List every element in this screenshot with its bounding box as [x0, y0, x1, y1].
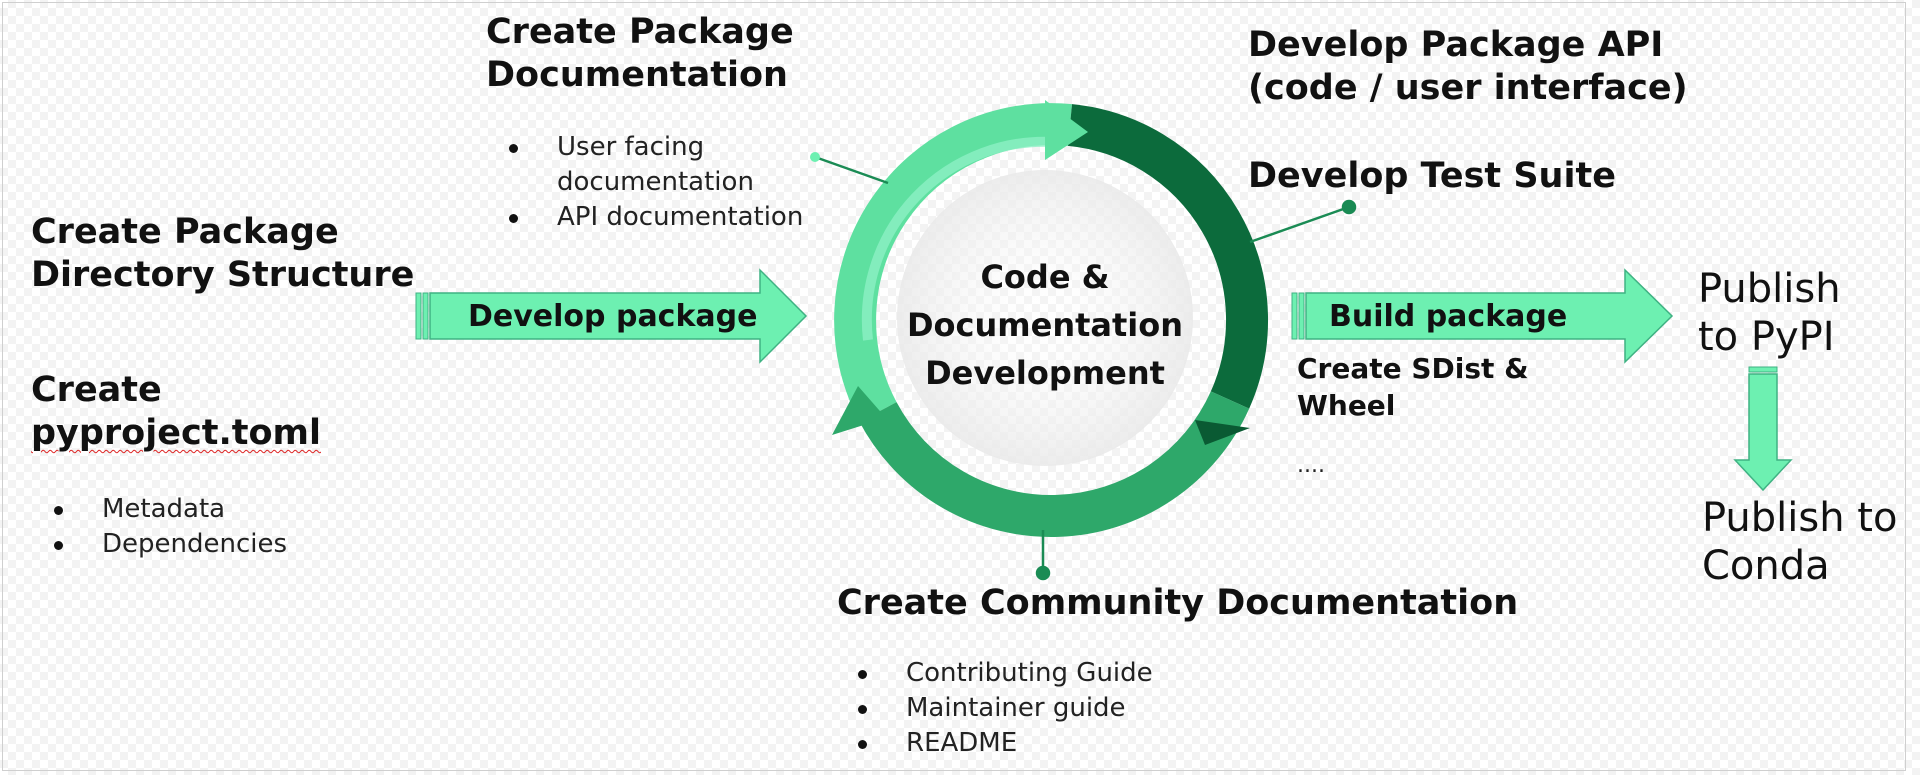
list-item: Metadata — [50, 492, 287, 527]
develop-package-arrow — [415, 268, 808, 364]
develop-package-label: Develop package — [468, 299, 758, 334]
ring-arrowhead-top — [1045, 100, 1088, 160]
api-title-line2: (code / user interface) — [1248, 68, 1688, 108]
ring-segment-dark — [1067, 104, 1269, 409]
docs-title-line2: Documentation — [486, 55, 788, 95]
directory-structure-line1: Create Package — [31, 212, 339, 252]
list-item: Contributing Guide — [854, 656, 1153, 691]
list-item: Dependencies — [50, 527, 287, 562]
ring-arrowhead-right — [1195, 420, 1250, 445]
api-title: Develop Package API (code / user interfa… — [1248, 24, 1688, 110]
cycle-ring — [834, 103, 1269, 537]
build-ellipsis: .... — [1297, 453, 1325, 478]
directory-structure-title: Create Package Directory Structure — [31, 211, 414, 297]
directory-structure-line2: Directory Structure — [31, 255, 415, 295]
community-title: Create Community Documentation — [837, 583, 1519, 623]
publish-conda: Publish to Conda — [1702, 495, 1898, 589]
ring-arrowhead-left — [832, 386, 886, 435]
cycle-center-label: Code & Documentation Development — [906, 258, 1184, 392]
test-suite-title: Develop Test Suite — [1248, 156, 1616, 196]
list-item: User facing documentation — [505, 130, 803, 200]
list-item: Maintainer guide — [854, 691, 1153, 726]
pyproject-line1: Create — [31, 370, 162, 410]
publish-pypi: Publish to PyPI — [1698, 266, 1841, 360]
build-package-label: Build package — [1329, 299, 1568, 334]
center-disc — [897, 170, 1193, 466]
pyproject-list: Metadata Dependencies — [50, 492, 287, 562]
list-item: README — [854, 726, 1153, 761]
pyproject-title: Create pyproject.toml — [31, 369, 321, 455]
docs-list: User facing documentation API documentat… — [505, 130, 803, 235]
build-subtext: Create SDist & Wheel — [1297, 352, 1529, 422]
api-title-line1: Develop Package API — [1248, 25, 1664, 65]
build-package-arrow — [1291, 268, 1674, 364]
ring-segment-mid — [859, 391, 1250, 537]
docs-title-line1: Create Package — [486, 12, 794, 52]
publish-down-arrow — [1733, 366, 1793, 492]
community-list: Contributing Guide Maintainer guide READ… — [854, 656, 1153, 761]
docs-title: Create Package Documentation — [486, 11, 794, 97]
ring-segment-light — [834, 103, 1073, 422]
list-item: API documentation — [505, 200, 803, 235]
pyproject-line2: pyproject.toml — [31, 413, 321, 453]
